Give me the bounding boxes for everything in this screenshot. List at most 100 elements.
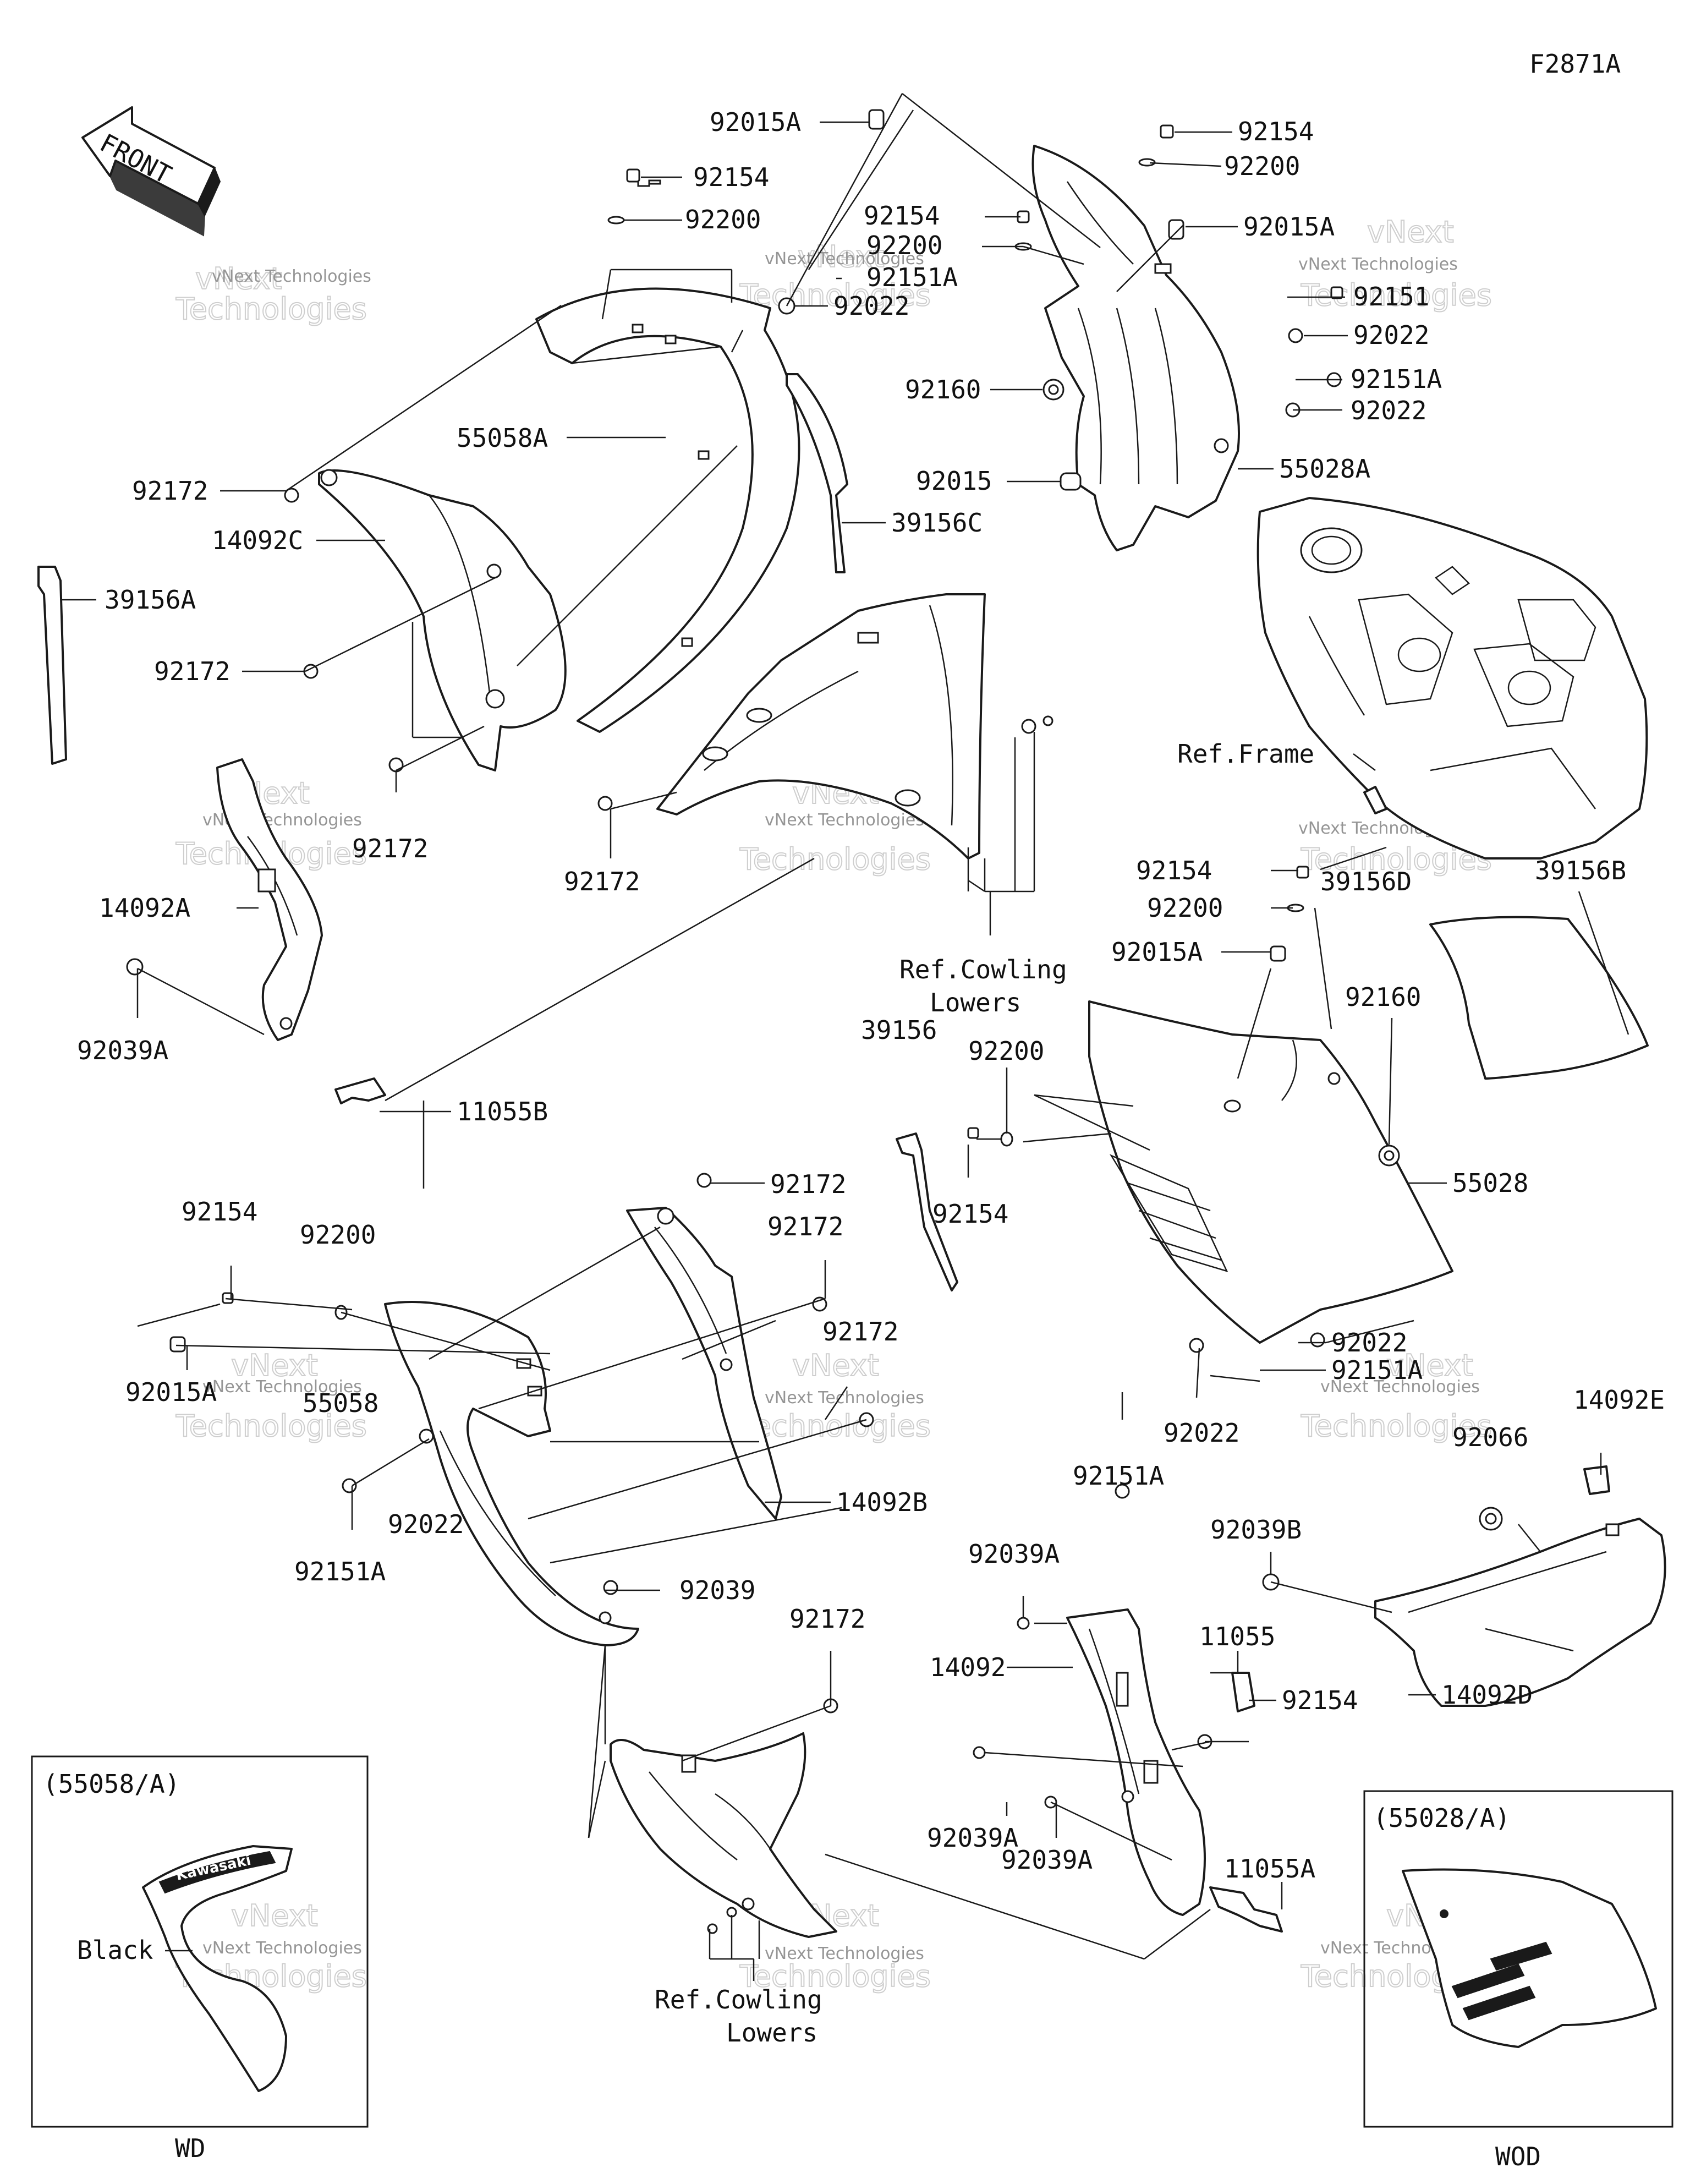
strip-39156 — [896, 1132, 958, 1291]
label-ref-cowling: Ref.Cowling — [655, 1985, 822, 2015]
svg-text:Technologies: Technologies — [739, 278, 931, 313]
label-92151A: 92151A — [866, 262, 958, 292]
label-92015: 92015 — [916, 466, 992, 496]
bracket-14092B — [626, 1207, 782, 1520]
svg-text:vNext: vNext — [798, 239, 885, 274]
label-14092A: 14092A — [99, 893, 190, 923]
label-92160: 92160 — [905, 375, 981, 404]
label-92066: 92066 — [1452, 1422, 1528, 1452]
label-92200: 92200 — [685, 205, 761, 234]
label-92039A: 92039A — [77, 1036, 168, 1065]
clip-11055B — [334, 1077, 386, 1104]
part-labels: 92015A 92154 92200 92154 92200 92151A 92… — [77, 107, 1665, 2048]
label-92039A: 92039A — [1001, 1845, 1093, 1875]
svg-text:vNext Technologies: vNext Technologies — [1298, 255, 1458, 274]
label-92039A: 92039A — [927, 1823, 1018, 1853]
label-92154: 92154 — [1136, 856, 1212, 885]
label-92151: 92151 — [1353, 282, 1429, 311]
label-39156C: 39156C — [891, 508, 983, 538]
pad-39156B — [1429, 916, 1649, 1080]
cowling-55058A — [535, 287, 800, 733]
label-92022: 92022 — [1353, 320, 1429, 350]
svg-text:Technologies: Technologies — [739, 842, 931, 877]
label-92151A: 92151A — [1073, 1461, 1164, 1491]
pad-39156D — [1363, 786, 1387, 814]
label-92039B: 92039B — [1210, 1515, 1302, 1545]
label-92022: 92022 — [833, 291, 909, 321]
label-92154: 92154 — [182, 1197, 257, 1227]
svg-text:Technologies: Technologies — [175, 292, 367, 326]
label-39156: 39156 — [861, 1015, 937, 1045]
label-92154: 92154 — [1282, 1685, 1358, 1715]
label-92200: 92200 — [968, 1036, 1044, 1066]
inner-bracket-lower — [610, 1732, 837, 1938]
clip-11055A — [1209, 1886, 1283, 1933]
svg-text:vNext: vNext — [1367, 215, 1454, 249]
ref-frame — [1256, 497, 1648, 860]
label-11055B: 11055B — [457, 1097, 548, 1126]
label-92015A: 92015A — [1243, 212, 1335, 242]
inset-wd: (55058/A) Kawasaki Black WD — [31, 1755, 369, 2163]
label-ref-cowling-lowers: Lowers — [726, 2018, 817, 2048]
svg-text:vNext: vNext — [792, 1348, 879, 1383]
label-92154: 92154 — [932, 1199, 1008, 1229]
clip-11055 — [1231, 1672, 1255, 1712]
label-39156D: 39156D — [1320, 867, 1412, 896]
label-92172: 92172 — [564, 867, 640, 896]
label-92022: 92022 — [1331, 1328, 1407, 1358]
label-39156A: 39156A — [105, 585, 196, 615]
bracket-14092D — [1374, 1518, 1666, 1707]
svg-text:Technologies: Technologies — [739, 1959, 931, 1994]
label-92022: 92022 — [1351, 396, 1426, 425]
label-55058A: 55058A — [457, 423, 548, 453]
label-92022: 92022 — [1164, 1418, 1239, 1448]
bracket-14092E — [1583, 1465, 1610, 1495]
label-92154: 92154 — [693, 162, 769, 192]
svg-text:vNext: vNext — [231, 1898, 318, 1933]
svg-text:vNext Technologies: vNext Technologies — [202, 1939, 362, 1958]
cowling-55028A — [1031, 145, 1240, 551]
inset-wod-title: (55028/A) — [1373, 1803, 1510, 1833]
strip-39156C — [786, 373, 848, 573]
label-39156B: 39156B — [1535, 856, 1626, 885]
front-arrow-icon: FRONT — [81, 106, 221, 237]
watermarks: vNext Technologies vNext Technologies vN… — [175, 214, 1493, 1994]
label-92200: 92200 — [1147, 893, 1223, 923]
svg-text:vNext Technologies: vNext Technologies — [1320, 1377, 1480, 1397]
label-92154: 92154 — [864, 201, 940, 231]
label-92151A: 92151A — [1331, 1355, 1423, 1385]
svg-text:vNext: vNext — [195, 261, 282, 296]
label-92172: 92172 — [132, 476, 208, 506]
strip-39156A — [37, 566, 67, 765]
label-92015A: 92015A — [125, 1377, 217, 1407]
inset-wd-title: (55058/A) — [43, 1769, 180, 1799]
label-92172: 92172 — [822, 1317, 898, 1346]
svg-text:vNext Technologies: vNext Technologies — [765, 249, 924, 269]
inset-wd-color-label: Black — [77, 1935, 153, 1965]
inner-bracket-upper — [656, 593, 986, 860]
label-92172: 92172 — [767, 1212, 843, 1241]
bracket-14092A — [216, 758, 323, 1041]
label-92200: 92200 — [1224, 151, 1300, 181]
label-92039: 92039 — [679, 1575, 755, 1605]
cowling-55028 — [1088, 1000, 1453, 1344]
label-92015A: 92015A — [1111, 937, 1203, 967]
svg-text:vNext Technologies: vNext Technologies — [765, 1944, 924, 1963]
svg-text:Technologies: Technologies — [1301, 1409, 1492, 1443]
fasteners — [126, 109, 1503, 1934]
label-55028: 55028 — [1452, 1168, 1528, 1198]
svg-text:vNext Technologies: vNext Technologies — [212, 267, 371, 286]
label-92154: 92154 — [1238, 117, 1314, 146]
svg-text:vNext: vNext — [231, 1348, 318, 1383]
label-92160: 92160 — [1345, 982, 1421, 1012]
svg-text:vNext Technologies: vNext Technologies — [765, 811, 924, 830]
inset-wod: (55028/A) WOD — [1363, 1790, 1673, 2171]
bracket-14092C — [318, 469, 567, 771]
label-55028A: 55028A — [1279, 454, 1370, 484]
label-92015A: 92015A — [710, 107, 801, 137]
label-14092E: 14092E — [1573, 1385, 1665, 1415]
label-14092B: 14092B — [836, 1487, 928, 1517]
figure-code: F2871A — [1529, 49, 1621, 79]
label-55058: 55058 — [303, 1388, 378, 1418]
